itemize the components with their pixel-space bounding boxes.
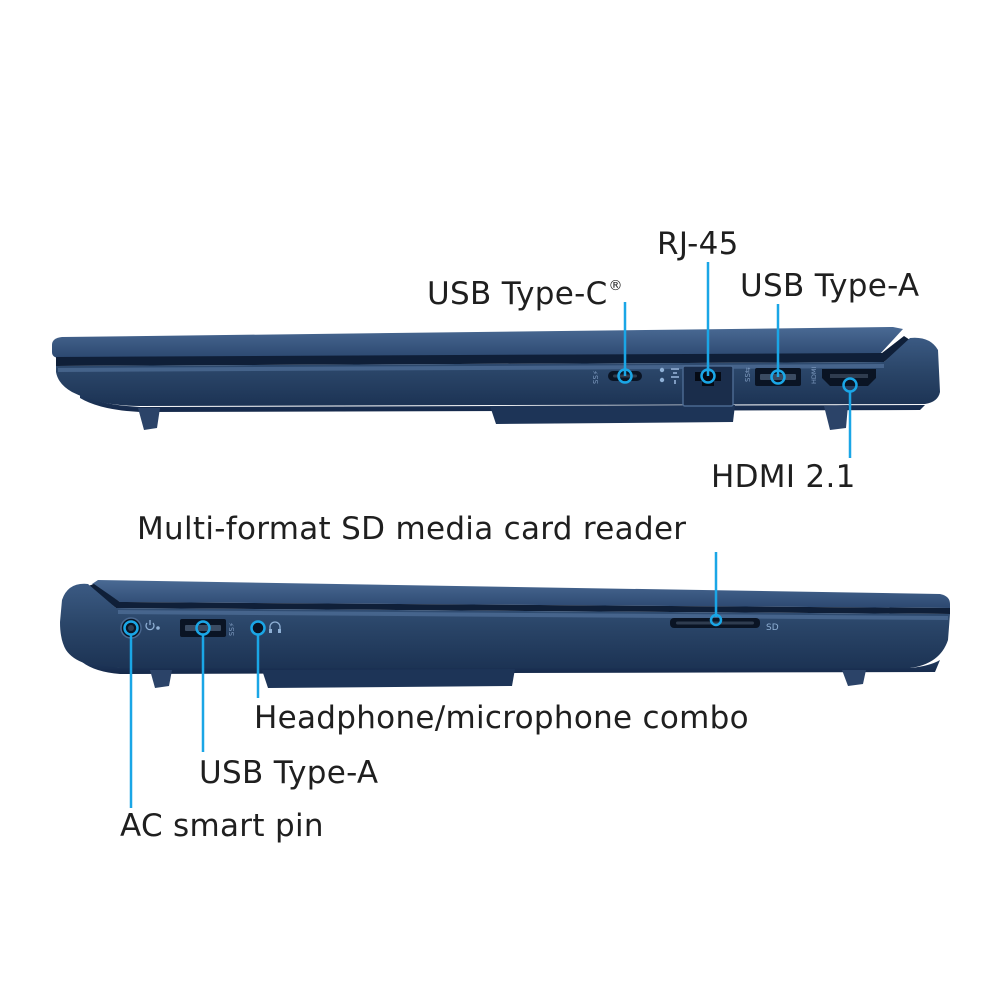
usb-superspeed-icon: SS⇆: [744, 367, 752, 382]
center-foot: [262, 669, 515, 688]
ac-smart-pin-label: AC smart pin: [120, 808, 324, 844]
sd-card-slot: SD: [670, 618, 779, 633]
rubber-foot: [138, 408, 160, 430]
usb-type-a-label: USB Type-A: [740, 268, 920, 304]
usb-superspeed-icon: SS⚡: [228, 622, 236, 636]
center-foot: [490, 405, 735, 424]
hdmi-icon: HDMI: [810, 366, 818, 384]
usb-type-a-left-label: USB Type-A: [199, 755, 379, 791]
charge-led: [156, 626, 160, 630]
registered-mark: ®: [608, 278, 623, 294]
rubber-foot: [150, 670, 172, 688]
hdmi-label: HDMI 2.1: [711, 459, 856, 495]
status-leds: [659, 367, 665, 383]
usb-c-icon: SS⚡: [592, 370, 600, 384]
rubber-foot: [824, 405, 848, 430]
lid: [52, 327, 903, 358]
headset-icon: [269, 621, 281, 633]
lid: [92, 580, 950, 608]
lid-seam: [56, 336, 910, 366]
rj45-label: RJ-45: [657, 226, 739, 262]
headphone-combo-label: Headphone/microphone combo: [254, 700, 749, 736]
sd-reader-label: Multi-format SD media card reader: [137, 511, 687, 547]
rubber-foot: [842, 670, 866, 686]
right-side-laptop: SS⚡ SS⇆: [52, 262, 940, 458]
callout-lines: [617, 262, 858, 458]
sd-marking: SD: [766, 623, 779, 633]
left-side-laptop: SS⚡ SD: [60, 552, 950, 808]
power-icon: [145, 620, 155, 631]
lid-seam: [88, 584, 950, 614]
edge-highlight: [118, 610, 948, 620]
ethernet-icon: [671, 368, 679, 384]
usb-type-a-port: SS⚡: [180, 619, 236, 637]
base: [60, 583, 950, 668]
edge-highlight: [58, 364, 884, 372]
callout-lines: [123, 552, 723, 808]
usb-type-c-label: USB Type-C®: [427, 276, 623, 312]
